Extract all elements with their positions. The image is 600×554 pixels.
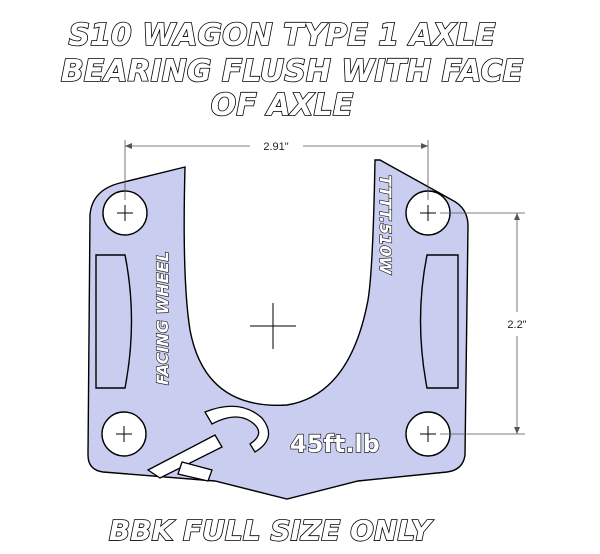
title-line-2: BEARING FLUSH WITH FACE — [61, 54, 524, 89]
logo-mark — [146, 405, 270, 482]
width-dimension-label: 2.91" — [263, 141, 288, 153]
left-slot — [95, 254, 133, 389]
height-dimension — [440, 212, 525, 435]
footer-text: BBK FULL SIZE ONLY — [109, 514, 434, 547]
plate-outline — [87, 159, 469, 500]
crosshairs — [116, 205, 436, 442]
right-slot — [419, 254, 459, 389]
axle-plate: FACING WHEEL TTTT.510W 45ft.lb — [87, 159, 469, 500]
title-line-3: OF AXLE — [211, 88, 354, 123]
plate-side-text: FACING WHEEL — [153, 251, 172, 385]
height-dimension-label: 2.2" — [507, 319, 526, 331]
plate-torque-text: 45ft.lb — [290, 430, 380, 458]
plate-model-text: TTTT.510W — [376, 175, 395, 276]
title-line-1: S10 WAGON TYPE 1 AXLE — [68, 18, 496, 53]
width-dimension — [124, 140, 429, 200]
